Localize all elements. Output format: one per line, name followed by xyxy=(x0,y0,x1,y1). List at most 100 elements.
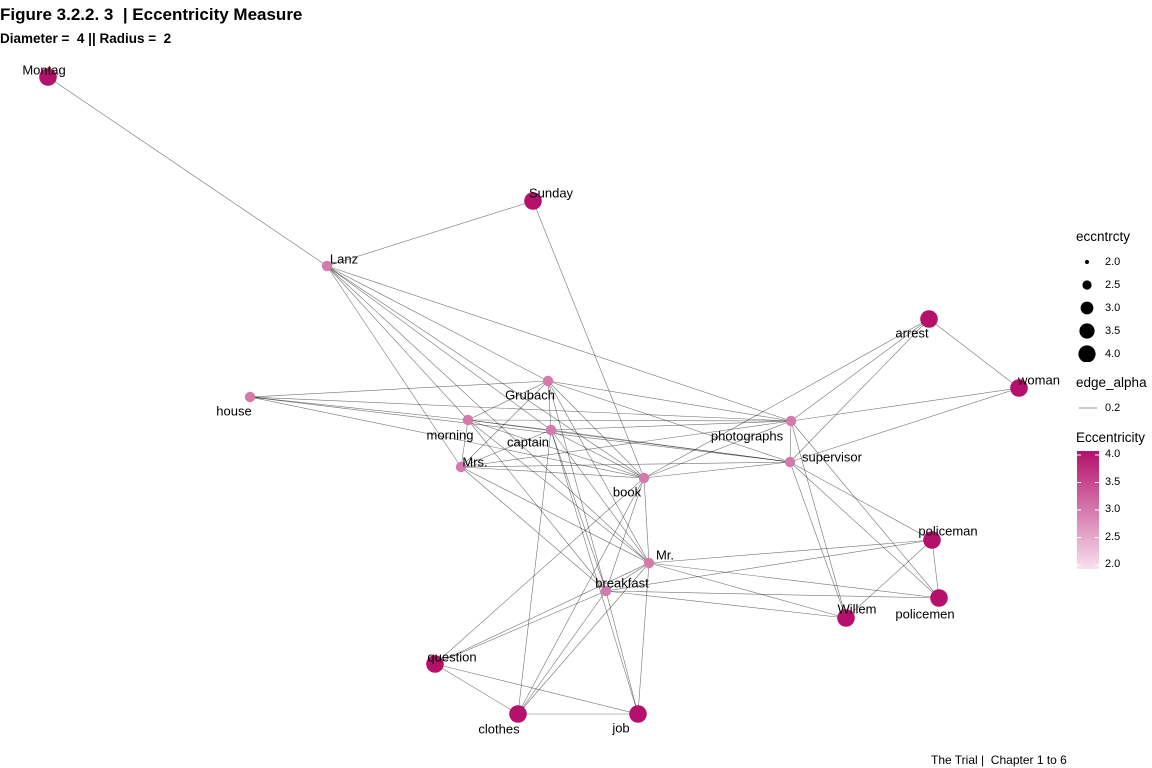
edge-Lanz-Sunday xyxy=(326,200,534,267)
node-woman xyxy=(1010,379,1028,397)
edge-book-breakfast xyxy=(605,477,645,592)
edge-Lanz-Mr xyxy=(326,265,650,564)
edge-policeman-Willem xyxy=(845,539,933,619)
node-policemen xyxy=(930,589,948,607)
edge-Mr-policemen xyxy=(648,562,940,599)
edge-breakfast-Willem xyxy=(605,590,847,619)
edge-house-morning xyxy=(249,396,469,421)
edge-Mrs-photographs xyxy=(460,420,792,468)
legend-size-label-4-0: 4.0 xyxy=(1105,348,1121,360)
node-book xyxy=(638,472,650,484)
edge-Mr-policeman xyxy=(648,539,933,564)
legend-color-tick-4-0: 4.0 xyxy=(1105,448,1121,460)
node-label-job: job xyxy=(611,720,629,735)
edge-photographs-book xyxy=(643,420,792,479)
edge-morning-Mr xyxy=(467,419,650,564)
edge-question-clothes xyxy=(434,663,519,715)
edge-Mrs-book xyxy=(460,466,645,479)
node-montag xyxy=(39,68,57,86)
edge-photographs-woman xyxy=(790,387,1020,422)
edge-Grubach-morning xyxy=(467,380,549,421)
edge-Mrs-Mr xyxy=(460,466,650,564)
edge-Mr-job xyxy=(637,562,650,715)
node-label-book: book xyxy=(613,484,642,499)
legend-color-tick-3-0: 3.0 xyxy=(1105,503,1121,515)
edge-supervisor-book xyxy=(643,461,791,479)
node-label-breakfast: breakfast xyxy=(595,575,649,590)
legend-size-label-3-5: 3.5 xyxy=(1105,325,1121,337)
node-label-arrest: arrest xyxy=(895,325,929,340)
node-label-woman: woman xyxy=(1017,372,1060,387)
edge-Grubach-breakfast xyxy=(547,380,607,592)
node-captain xyxy=(545,424,557,436)
edge-book-clothes xyxy=(517,477,645,715)
legend-edge-line xyxy=(1079,407,1097,409)
edge-Grubach-captain xyxy=(547,380,552,431)
edge-captain-job xyxy=(550,429,639,715)
edge-Grubach-Mr xyxy=(547,380,650,564)
edge-house-Grubach xyxy=(249,380,549,398)
node-label-mrs: Mrs. xyxy=(462,454,487,469)
edge-Grubach-supervisor xyxy=(547,380,791,463)
node-label-policeman: policeman xyxy=(918,523,977,538)
figure-subtitle: Diameter = 4 || Radius = 2 xyxy=(0,31,172,46)
edge-question-job xyxy=(434,663,639,715)
edge-captain-clothes xyxy=(517,429,552,715)
node-grubach xyxy=(542,375,554,387)
edge-arrest-book xyxy=(643,318,930,479)
node-house xyxy=(244,391,256,403)
edge-photographs-supervisor xyxy=(789,420,792,463)
legend-edge-label: 0.2 xyxy=(1105,402,1121,414)
edge-house-book xyxy=(249,396,645,479)
node-label-clothes: clothes xyxy=(478,721,520,736)
edge-Mr-Willem xyxy=(648,562,847,619)
legend-colorbar xyxy=(1077,451,1099,569)
edge-supervisor-policemen xyxy=(789,461,940,599)
legend-size-label-3-0: 3.0 xyxy=(1105,302,1121,314)
edge-captain-supervisor xyxy=(550,429,791,463)
edge-Lanz-Grubach xyxy=(326,265,549,382)
node-clothes xyxy=(509,705,527,723)
node-label-policemen: policemen xyxy=(895,606,954,621)
legend-color-tick-3-5: 3.5 xyxy=(1105,476,1121,488)
node-supervisor xyxy=(784,456,796,468)
edge-Lanz-morning xyxy=(326,265,469,421)
edge-supervisor-policeman xyxy=(789,461,933,541)
edge-captain-Mrs xyxy=(460,429,552,468)
edge-book-question xyxy=(434,477,645,665)
edge-Grubach-book xyxy=(547,380,645,479)
node-label-captain: captain xyxy=(507,434,549,449)
node-label-mr: Mr. xyxy=(656,547,674,562)
legend-size-dot-2-0 xyxy=(1085,260,1089,264)
edge-morning-Mrs xyxy=(460,419,469,468)
node-label-house: house xyxy=(216,403,251,418)
edge-breakfast-question xyxy=(434,590,607,665)
edge-breakfast-job xyxy=(605,590,639,715)
node-label-morning: morning xyxy=(427,427,474,442)
edge-photographs-policemen xyxy=(790,420,940,599)
legend-color-tick-2-5: 2.5 xyxy=(1105,531,1121,543)
node-label-sunday: Sunday xyxy=(529,185,574,200)
edge-breakfast-clothes xyxy=(517,590,607,715)
edge-supervisor-arrest xyxy=(789,318,930,463)
edge-captain-breakfast xyxy=(550,429,607,592)
edge-morning-photographs xyxy=(467,419,792,422)
edge-Mrs-supervisor xyxy=(460,461,791,468)
legend-color-tick-2-0: 2.0 xyxy=(1105,558,1121,570)
node-label-willem: Willem xyxy=(838,601,877,616)
edge-breakfast-policemen xyxy=(605,590,940,599)
nodes-layer xyxy=(39,68,1028,723)
legend-size-dot-4-0 xyxy=(1078,345,1096,362)
edge-Mr-clothes xyxy=(517,562,650,715)
node-morning xyxy=(462,414,474,426)
node-label-supervisor: supervisor xyxy=(802,449,863,464)
node-breakfast xyxy=(600,585,612,597)
edge-supervisor-woman xyxy=(789,387,1020,463)
edge-morning-book xyxy=(467,419,645,479)
legend-size-symbols xyxy=(1078,260,1096,362)
labels-layer: MontagSundayLanzarrestwomanhouseGrubachm… xyxy=(22,62,1060,736)
legend-color-title: Eccentricity xyxy=(1076,430,1146,445)
edge-Grubach-photographs xyxy=(547,380,792,422)
node-job xyxy=(629,705,647,723)
